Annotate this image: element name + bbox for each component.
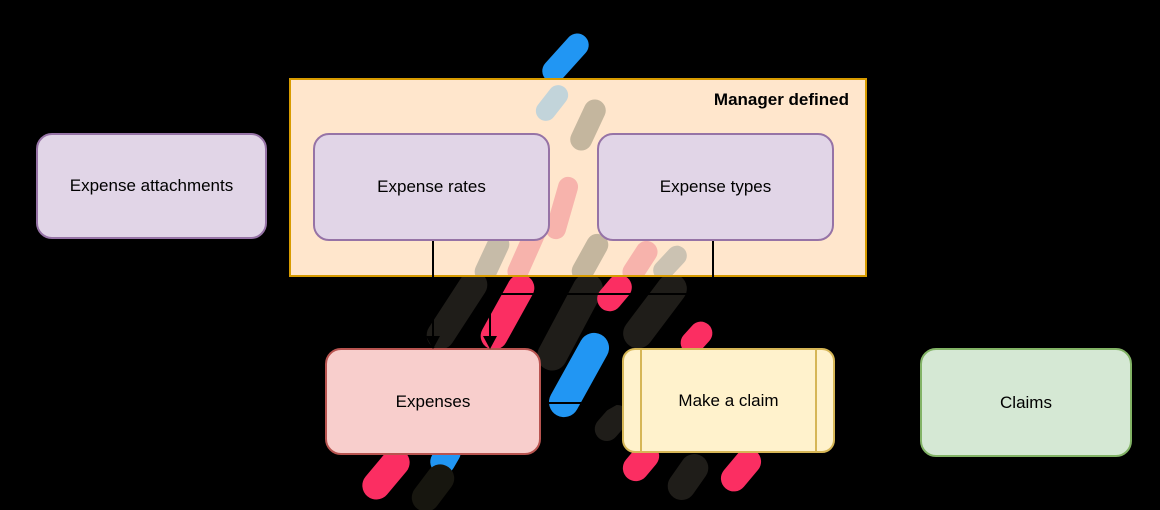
- node-label: Expense attachments: [69, 176, 234, 195]
- node-expense-types[interactable]: Expense types: [597, 133, 834, 241]
- node-label: Claims: [1000, 392, 1052, 412]
- edge-rates-to-expenses: [432, 241, 434, 341]
- node-expenses[interactable]: Expenses: [325, 348, 541, 455]
- node-expense-attachments[interactable]: Expense attachments: [36, 133, 267, 239]
- node-claims[interactable]: Claims: [920, 348, 1132, 457]
- node-label: Make a claim: [678, 390, 779, 410]
- node-label: Expenses: [395, 391, 471, 411]
- arrowhead: [483, 336, 497, 349]
- process-bar: [815, 350, 817, 451]
- node-label: Expense types: [659, 177, 772, 196]
- group-title: Manager defined: [713, 90, 849, 109]
- node-expense-rates[interactable]: Expense rates: [313, 133, 550, 241]
- decor-slash-pale-blue: [531, 81, 573, 125]
- edge-expenses-to-claim: [541, 402, 607, 404]
- arrowhead: [606, 395, 620, 411]
- edge-types-to-expenses-h: [489, 293, 714, 295]
- decor-slash-dark: [662, 448, 714, 506]
- edge-types-to-expenses-v1: [712, 241, 714, 295]
- edge-types-to-expenses-v2: [489, 295, 491, 341]
- arrowhead: [426, 336, 440, 349]
- process-bar: [640, 350, 642, 451]
- node-label: Expense rates: [377, 177, 486, 196]
- node-make-a-claim[interactable]: Make a claim: [622, 348, 835, 453]
